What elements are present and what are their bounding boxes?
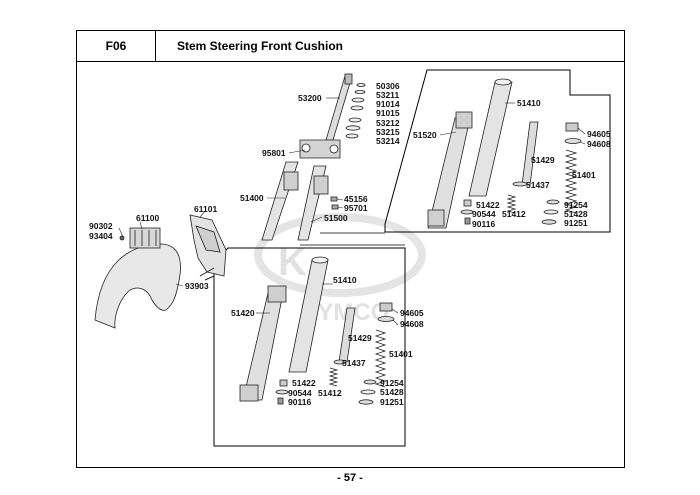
- part-label-91251-left: 91251: [380, 397, 404, 407]
- part-label-94608-left: 94608: [400, 319, 424, 329]
- part-label-94605-left: 94605: [400, 308, 424, 318]
- part-label-51520: 51520: [413, 130, 437, 140]
- part-label-61101: 61101: [194, 204, 217, 214]
- section-code: F06: [77, 31, 156, 61]
- part-label-51428-right: 51428: [564, 209, 588, 219]
- part-label-51412-left: 51412: [318, 388, 342, 398]
- part-label-51412-right: 51412: [502, 209, 526, 219]
- part-label-51429-right: 51429: [531, 155, 555, 165]
- small-spring-icon: [506, 194, 517, 214]
- part-label-51437-right: 51437: [526, 180, 550, 190]
- part-label-90116-left: 90116: [288, 397, 311, 407]
- part-label-53215: 53215: [376, 127, 400, 137]
- part-label-90544-left: 90544: [288, 388, 312, 398]
- part-label-61100: 61100: [136, 213, 159, 223]
- right-fork-detail-box: [384, 69, 611, 233]
- part-label-91254-right: 91254: [564, 200, 588, 210]
- part-label-90116-right: 90116: [472, 219, 495, 229]
- part-label-94608-right: 94608: [587, 139, 611, 149]
- part-label-51500: 51500: [324, 213, 348, 223]
- part-label-51429-left: 51429: [348, 333, 372, 343]
- small-spring-icon: [328, 367, 339, 387]
- left-fork-parts: [239, 256, 395, 405]
- part-label-93903: 93903: [185, 281, 209, 291]
- part-label-51420: 51420: [231, 308, 255, 318]
- part-label-91251-right: 91251: [564, 218, 588, 228]
- right-fork-parts: [427, 78, 582, 229]
- part-label-45156: 45156: [344, 194, 368, 204]
- part-label-53212: 53212: [376, 118, 400, 128]
- part-label-53214: 53214: [376, 136, 400, 146]
- part-label-90302: 90302: [89, 221, 113, 231]
- part-label-91014: 91014: [376, 99, 400, 109]
- part-label-95701: 95701: [344, 203, 368, 213]
- part-label-51422-left: 51422: [292, 378, 316, 388]
- part-label-53200: 53200: [298, 93, 322, 103]
- part-label-91254-left: 91254: [380, 378, 404, 388]
- part-label-51400: 51400: [240, 193, 264, 203]
- spring-icon: [374, 329, 387, 388]
- page-title: Stem Steering Front Cushion: [177, 39, 344, 53]
- front-fender: [94, 227, 181, 329]
- inner-fender-panel: [189, 214, 227, 281]
- part-label-95801: 95801: [262, 148, 286, 158]
- part-label-50306: 50306: [376, 81, 400, 91]
- spring-icon: [564, 149, 578, 214]
- part-label-51428-left: 51428: [380, 387, 404, 397]
- part-label-51422-right: 51422: [476, 200, 500, 210]
- watermark-k-letter: K: [278, 240, 307, 284]
- diagram-frame: F06 Stem Steering Front Cushion: [76, 30, 625, 468]
- page-number: - 57 -: [337, 472, 363, 484]
- part-label-51437-left: 51437: [342, 358, 366, 368]
- part-label-51410-right: 51410: [517, 98, 541, 108]
- part-label-51401-right: 51401: [572, 170, 596, 180]
- part-label-51410-left: 51410: [333, 275, 357, 285]
- header-bar: F06 Stem Steering Front Cushion: [77, 31, 624, 62]
- part-label-94605-right: 94605: [587, 129, 611, 139]
- part-label-93404: 93404: [89, 231, 113, 241]
- part-label-53211: 53211: [376, 90, 399, 100]
- part-label-51401-left: 51401: [389, 349, 413, 359]
- part-label-90544-right: 90544: [472, 209, 496, 219]
- steering-stem-assembly: [261, 73, 366, 241]
- part-label-91015: 91015: [376, 108, 400, 118]
